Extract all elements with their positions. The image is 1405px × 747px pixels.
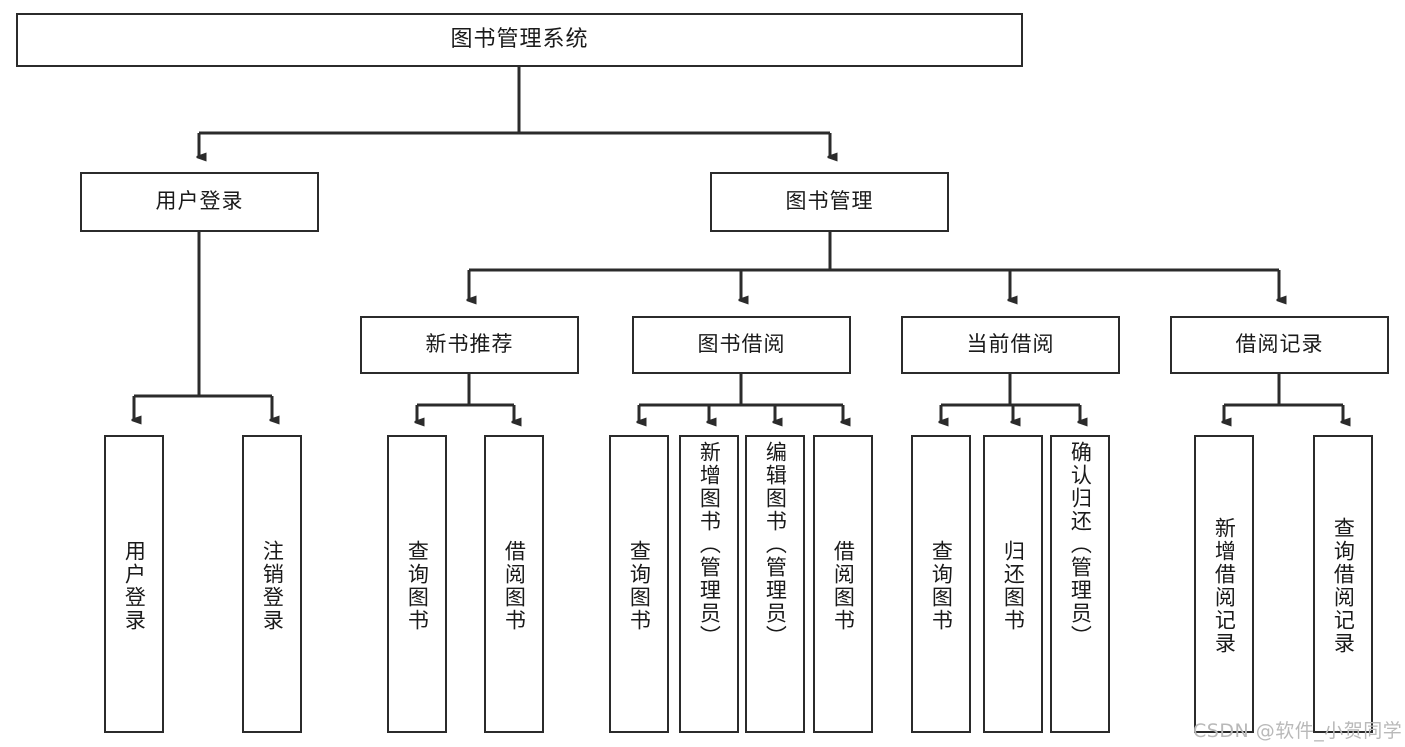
leaf-query-record[interactable]: 查询借阅记录 bbox=[1313, 435, 1373, 733]
leaf-add-record[interactable]: 新增借阅记录 bbox=[1194, 435, 1254, 733]
leaf-edit-book-admin[interactable]: 编辑图书（管理员） bbox=[745, 435, 805, 733]
node-user-login[interactable]: 用户登录 bbox=[80, 172, 319, 232]
node-book-borrow[interactable]: 图书借阅 bbox=[632, 316, 851, 374]
leaf-query-book-2[interactable]: 查询图书 bbox=[609, 435, 669, 733]
leaf-borrow-book-1[interactable]: 借阅图书 bbox=[484, 435, 544, 733]
leaf-query-book-3-label: 查询图书 bbox=[929, 540, 954, 632]
leaf-confirm-return-admin[interactable]: 确认归还（管理员） bbox=[1050, 435, 1110, 733]
leaf-query-book-2-label: 查询图书 bbox=[627, 540, 652, 632]
node-new-book-recommend[interactable]: 新书推荐 bbox=[360, 316, 579, 374]
node-root-label: 图书管理系统 bbox=[450, 26, 589, 52]
leaf-confirm-return-admin-label: 确认归还（管理员） bbox=[1068, 441, 1093, 648]
csdn-watermark: CSDN @软件_小贺同学 bbox=[1193, 720, 1403, 742]
leaf-query-record-label: 查询借阅记录 bbox=[1331, 517, 1356, 655]
leaf-query-book-1-label: 查询图书 bbox=[405, 540, 430, 632]
node-book-manage-label: 图书管理 bbox=[785, 189, 874, 214]
node-user-login-label: 用户登录 bbox=[155, 189, 244, 214]
leaf-add-book-admin-label: 新增图书（管理员） bbox=[697, 441, 722, 648]
node-book-borrow-label: 图书借阅 bbox=[697, 332, 786, 357]
node-new-book-recommend-label: 新书推荐 bbox=[425, 332, 514, 357]
leaf-edit-book-admin-label: 编辑图书（管理员） bbox=[763, 441, 788, 648]
node-borrow-record[interactable]: 借阅记录 bbox=[1170, 316, 1389, 374]
leaf-user-login[interactable]: 用户登录 bbox=[104, 435, 164, 733]
leaf-add-record-label: 新增借阅记录 bbox=[1212, 517, 1237, 655]
leaf-add-book-admin[interactable]: 新增图书（管理员） bbox=[679, 435, 739, 733]
leaf-borrow-book-2[interactable]: 借阅图书 bbox=[813, 435, 873, 733]
leaf-return-book-label: 归还图书 bbox=[1001, 540, 1026, 632]
leaf-logout-label: 注销登录 bbox=[260, 540, 285, 632]
leaf-user-login-label: 用户登录 bbox=[122, 540, 147, 632]
node-current-borrow[interactable]: 当前借阅 bbox=[901, 316, 1120, 374]
leaf-logout[interactable]: 注销登录 bbox=[242, 435, 302, 733]
leaf-query-book-3[interactable]: 查询图书 bbox=[911, 435, 971, 733]
node-current-borrow-label: 当前借阅 bbox=[966, 332, 1055, 357]
node-borrow-record-label: 借阅记录 bbox=[1235, 332, 1324, 357]
leaf-borrow-book-2-label: 借阅图书 bbox=[831, 540, 856, 632]
leaf-query-book-1[interactable]: 查询图书 bbox=[387, 435, 447, 733]
node-root[interactable]: 图书管理系统 bbox=[16, 13, 1023, 67]
leaf-return-book[interactable]: 归还图书 bbox=[983, 435, 1043, 733]
node-book-manage[interactable]: 图书管理 bbox=[710, 172, 949, 232]
leaf-borrow-book-1-label: 借阅图书 bbox=[502, 540, 527, 632]
